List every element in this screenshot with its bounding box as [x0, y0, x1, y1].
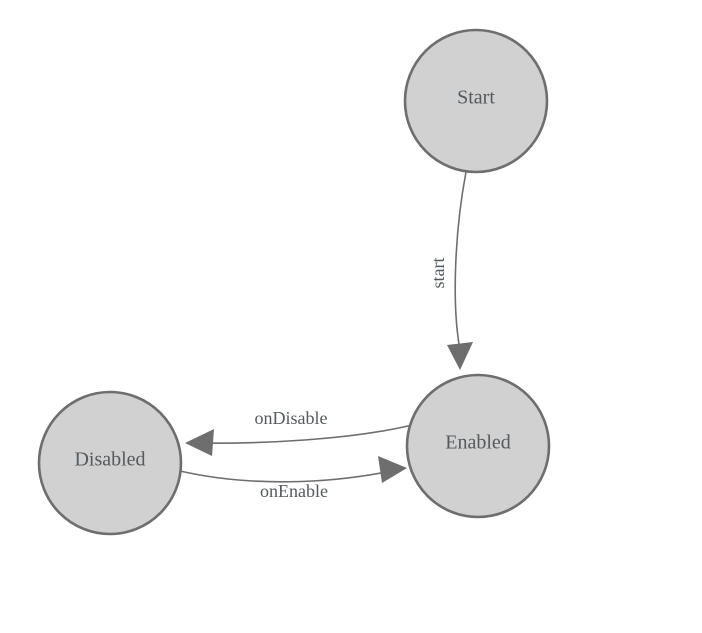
edge-enabled-to-disabled[interactable]: onDisable	[185, 408, 413, 456]
node-enabled-label: Enabled	[445, 432, 511, 454]
node-start-label: Start	[457, 87, 495, 109]
arrowhead-disabled-to-enabled	[378, 456, 407, 483]
arrowhead-enabled-to-disabled	[185, 429, 214, 456]
edge-path-start-to-enabled	[454, 171, 467, 345]
node-start-circle	[403, 28, 549, 174]
edge-label-onenable: onEnable	[260, 481, 328, 501]
edge-start-to-enabled[interactable]: start	[428, 171, 473, 370]
edge-label-start: start	[428, 258, 448, 289]
node-disabled[interactable]: Disabled	[37, 390, 183, 536]
node-disabled-label: Disabled	[74, 449, 145, 471]
node-enabled[interactable]: Enabled	[405, 373, 551, 519]
node-disabled-circle	[37, 390, 183, 536]
edge-disabled-to-enabled[interactable]: onEnable	[179, 456, 407, 501]
node-enabled-circle	[405, 373, 551, 519]
edge-label-ondisable: onDisable	[255, 408, 328, 428]
edge-path-disabled-to-enabled	[179, 469, 397, 483]
edge-path-enabled-to-disabled	[194, 424, 413, 444]
arrowhead-start-to-enabled	[447, 342, 473, 370]
node-start[interactable]: Start	[403, 28, 549, 174]
